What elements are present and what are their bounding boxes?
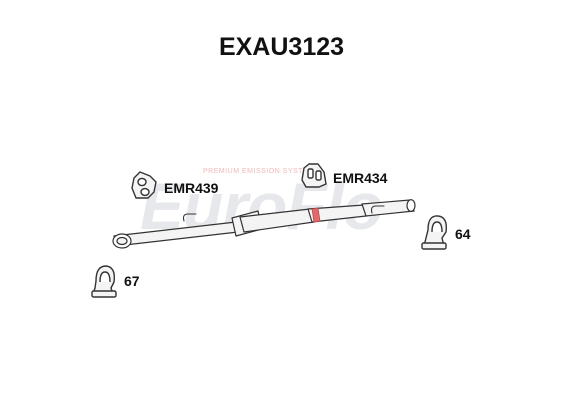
rear-pipe	[361, 199, 415, 217]
part-label-67: 67	[124, 273, 140, 289]
rubber-hanger-icon	[301, 163, 327, 188]
part-label-64: 64	[455, 226, 471, 242]
front-pipe	[113, 221, 239, 247]
pipe-assembly	[112, 199, 416, 249]
watermark-tagline: PREMIUM EMISSION SYSTEMS	[203, 168, 320, 175]
pipe-inlet-inner	[116, 236, 128, 246]
weld-band	[311, 207, 321, 223]
rubber-hanger-icon	[131, 171, 157, 199]
u-clamp-icon	[91, 265, 117, 298]
part-label-emr434: EMR434	[333, 170, 388, 186]
part-number-title: EXAU3123	[218, 33, 345, 61]
hanger-pin-front	[182, 213, 197, 222]
pipe-outlet	[406, 199, 416, 212]
u-clamp-icon	[421, 215, 448, 250]
hanger-pin-rear	[370, 205, 385, 214]
part-label-emr439: EMR439	[164, 180, 219, 196]
hanger-pins	[182, 205, 385, 222]
